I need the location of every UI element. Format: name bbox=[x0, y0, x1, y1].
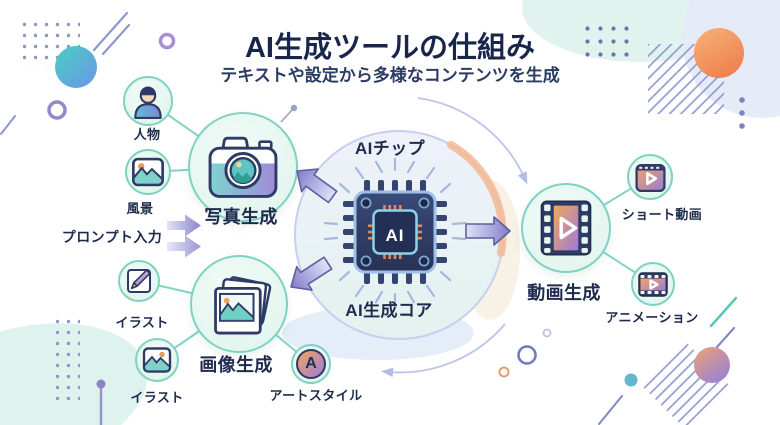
chip-ai-text: AI bbox=[385, 226, 405, 245]
photo-stack-icon bbox=[214, 276, 272, 335]
page-subtitle: テキストや設定から多様なコンテンツを生成 bbox=[220, 66, 560, 85]
arrow-to-video bbox=[465, 216, 511, 246]
chip-screws bbox=[360, 197, 430, 267]
dot-line-accent bbox=[280, 104, 298, 123]
core-label: AI生成コア bbox=[345, 301, 433, 320]
arrow-to-image bbox=[290, 256, 333, 291]
illustration-draw-label: イラスト bbox=[115, 315, 169, 330]
chip-pads bbox=[368, 205, 422, 259]
animation-film-icon bbox=[638, 271, 668, 297]
cycle-arrows bbox=[381, 97, 528, 378]
landscape-icon bbox=[132, 157, 164, 187]
video-generation-label: 動画生成 bbox=[527, 283, 601, 303]
image-generation-label: 画像生成 bbox=[199, 355, 273, 375]
film-strip-icon bbox=[540, 200, 592, 256]
image-generation-node bbox=[190, 255, 288, 353]
illustration-image-node bbox=[135, 338, 179, 382]
arrow-to-photo bbox=[296, 168, 338, 204]
video-generation-node bbox=[521, 183, 611, 273]
illustration-image-label: イラスト bbox=[130, 390, 184, 405]
animation-node bbox=[631, 262, 675, 306]
short-video-node bbox=[627, 154, 673, 200]
animation-label: アニメーション bbox=[605, 310, 699, 325]
prompt-input-label: プロンプト入力 bbox=[61, 229, 163, 245]
person-icon bbox=[134, 86, 162, 119]
art-style-letter: A bbox=[305, 355, 317, 372]
prompt-arrows bbox=[167, 214, 201, 258]
photo-generation-label: 写真生成 bbox=[204, 207, 278, 227]
pencil-paper-icon bbox=[127, 269, 151, 293]
chip-label: AIチップ bbox=[355, 139, 425, 158]
camera-icon bbox=[208, 136, 278, 198]
decor-shapes bbox=[0, 11, 744, 425]
person-label: 人物 bbox=[133, 127, 161, 142]
image-icon bbox=[142, 347, 172, 373]
photo-generation-node bbox=[188, 112, 298, 222]
short-video-label: ショート動画 bbox=[621, 207, 703, 222]
art-style-label: アートスタイル bbox=[269, 388, 363, 403]
chip-sparkles bbox=[323, 157, 467, 307]
landscape-node bbox=[125, 149, 171, 195]
short-video-icon bbox=[634, 163, 666, 192]
landscape-label: 風景 bbox=[126, 201, 154, 216]
illustration-draw-node bbox=[118, 260, 160, 302]
art-style-icon bbox=[296, 349, 326, 379]
person-node bbox=[123, 76, 173, 126]
page-title: AI生成ツールの仕組み bbox=[244, 32, 535, 64]
ai-chip-icon bbox=[323, 157, 467, 307]
